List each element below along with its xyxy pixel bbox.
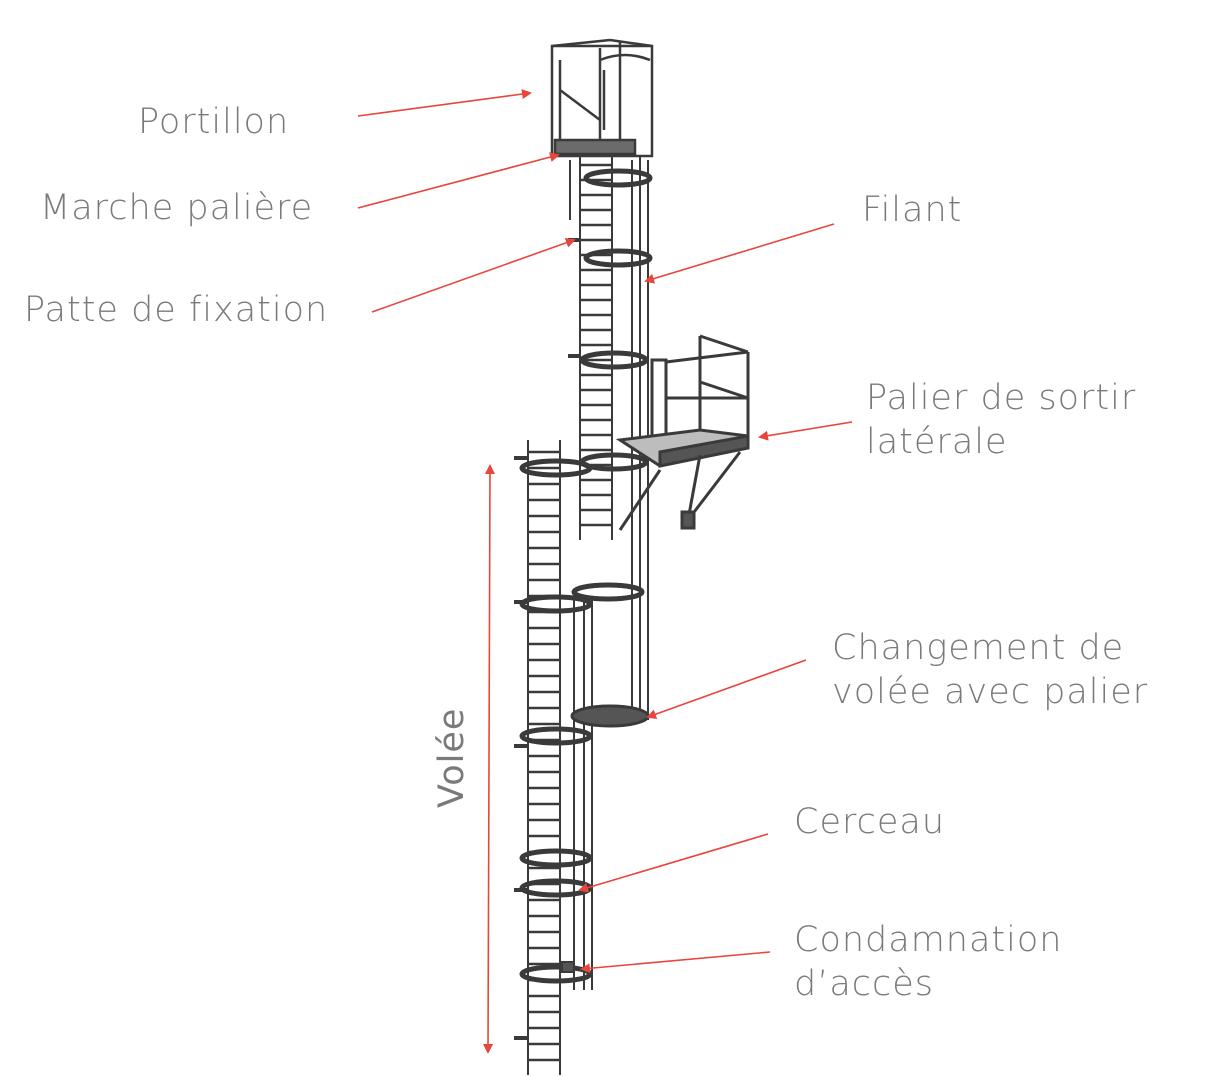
arrow-cerceau xyxy=(578,833,769,893)
label-filant: Filant xyxy=(862,190,963,230)
arrow-filant xyxy=(644,223,835,284)
label-changement-1: Changement de xyxy=(832,628,1125,668)
arrow-volee-span xyxy=(483,464,495,1054)
label-portillon: Portillon xyxy=(138,102,290,142)
side-platform xyxy=(615,334,750,531)
arrow-changement xyxy=(646,659,807,719)
label-cerceau: Cerceau xyxy=(794,802,945,842)
label-condamnation-1: Condamnation xyxy=(794,920,1063,960)
top-cage xyxy=(550,38,654,158)
arrow-marche-paliere xyxy=(357,152,560,209)
label-marche-paliere: Marche palière xyxy=(40,188,314,228)
arrow-portillon xyxy=(357,89,532,117)
label-patte-de-fixation: Patte de fixation xyxy=(24,290,329,330)
lower-ladder xyxy=(514,238,650,1075)
label-changement-2: volée avec palier xyxy=(832,672,1149,712)
upper-ladder xyxy=(569,150,653,720)
callout-arrows xyxy=(357,89,853,1054)
arrow-patte-fixation xyxy=(371,237,576,313)
label-palier-sortie-1: Palier de sortir xyxy=(866,378,1137,418)
arrow-palier-sortie xyxy=(758,421,853,441)
label-condamnation-2: d’accès xyxy=(794,964,935,1004)
label-volee: Volée xyxy=(432,707,472,808)
label-palier-sortie-2: latérale xyxy=(866,422,1008,462)
arrow-condamnation xyxy=(580,951,771,974)
